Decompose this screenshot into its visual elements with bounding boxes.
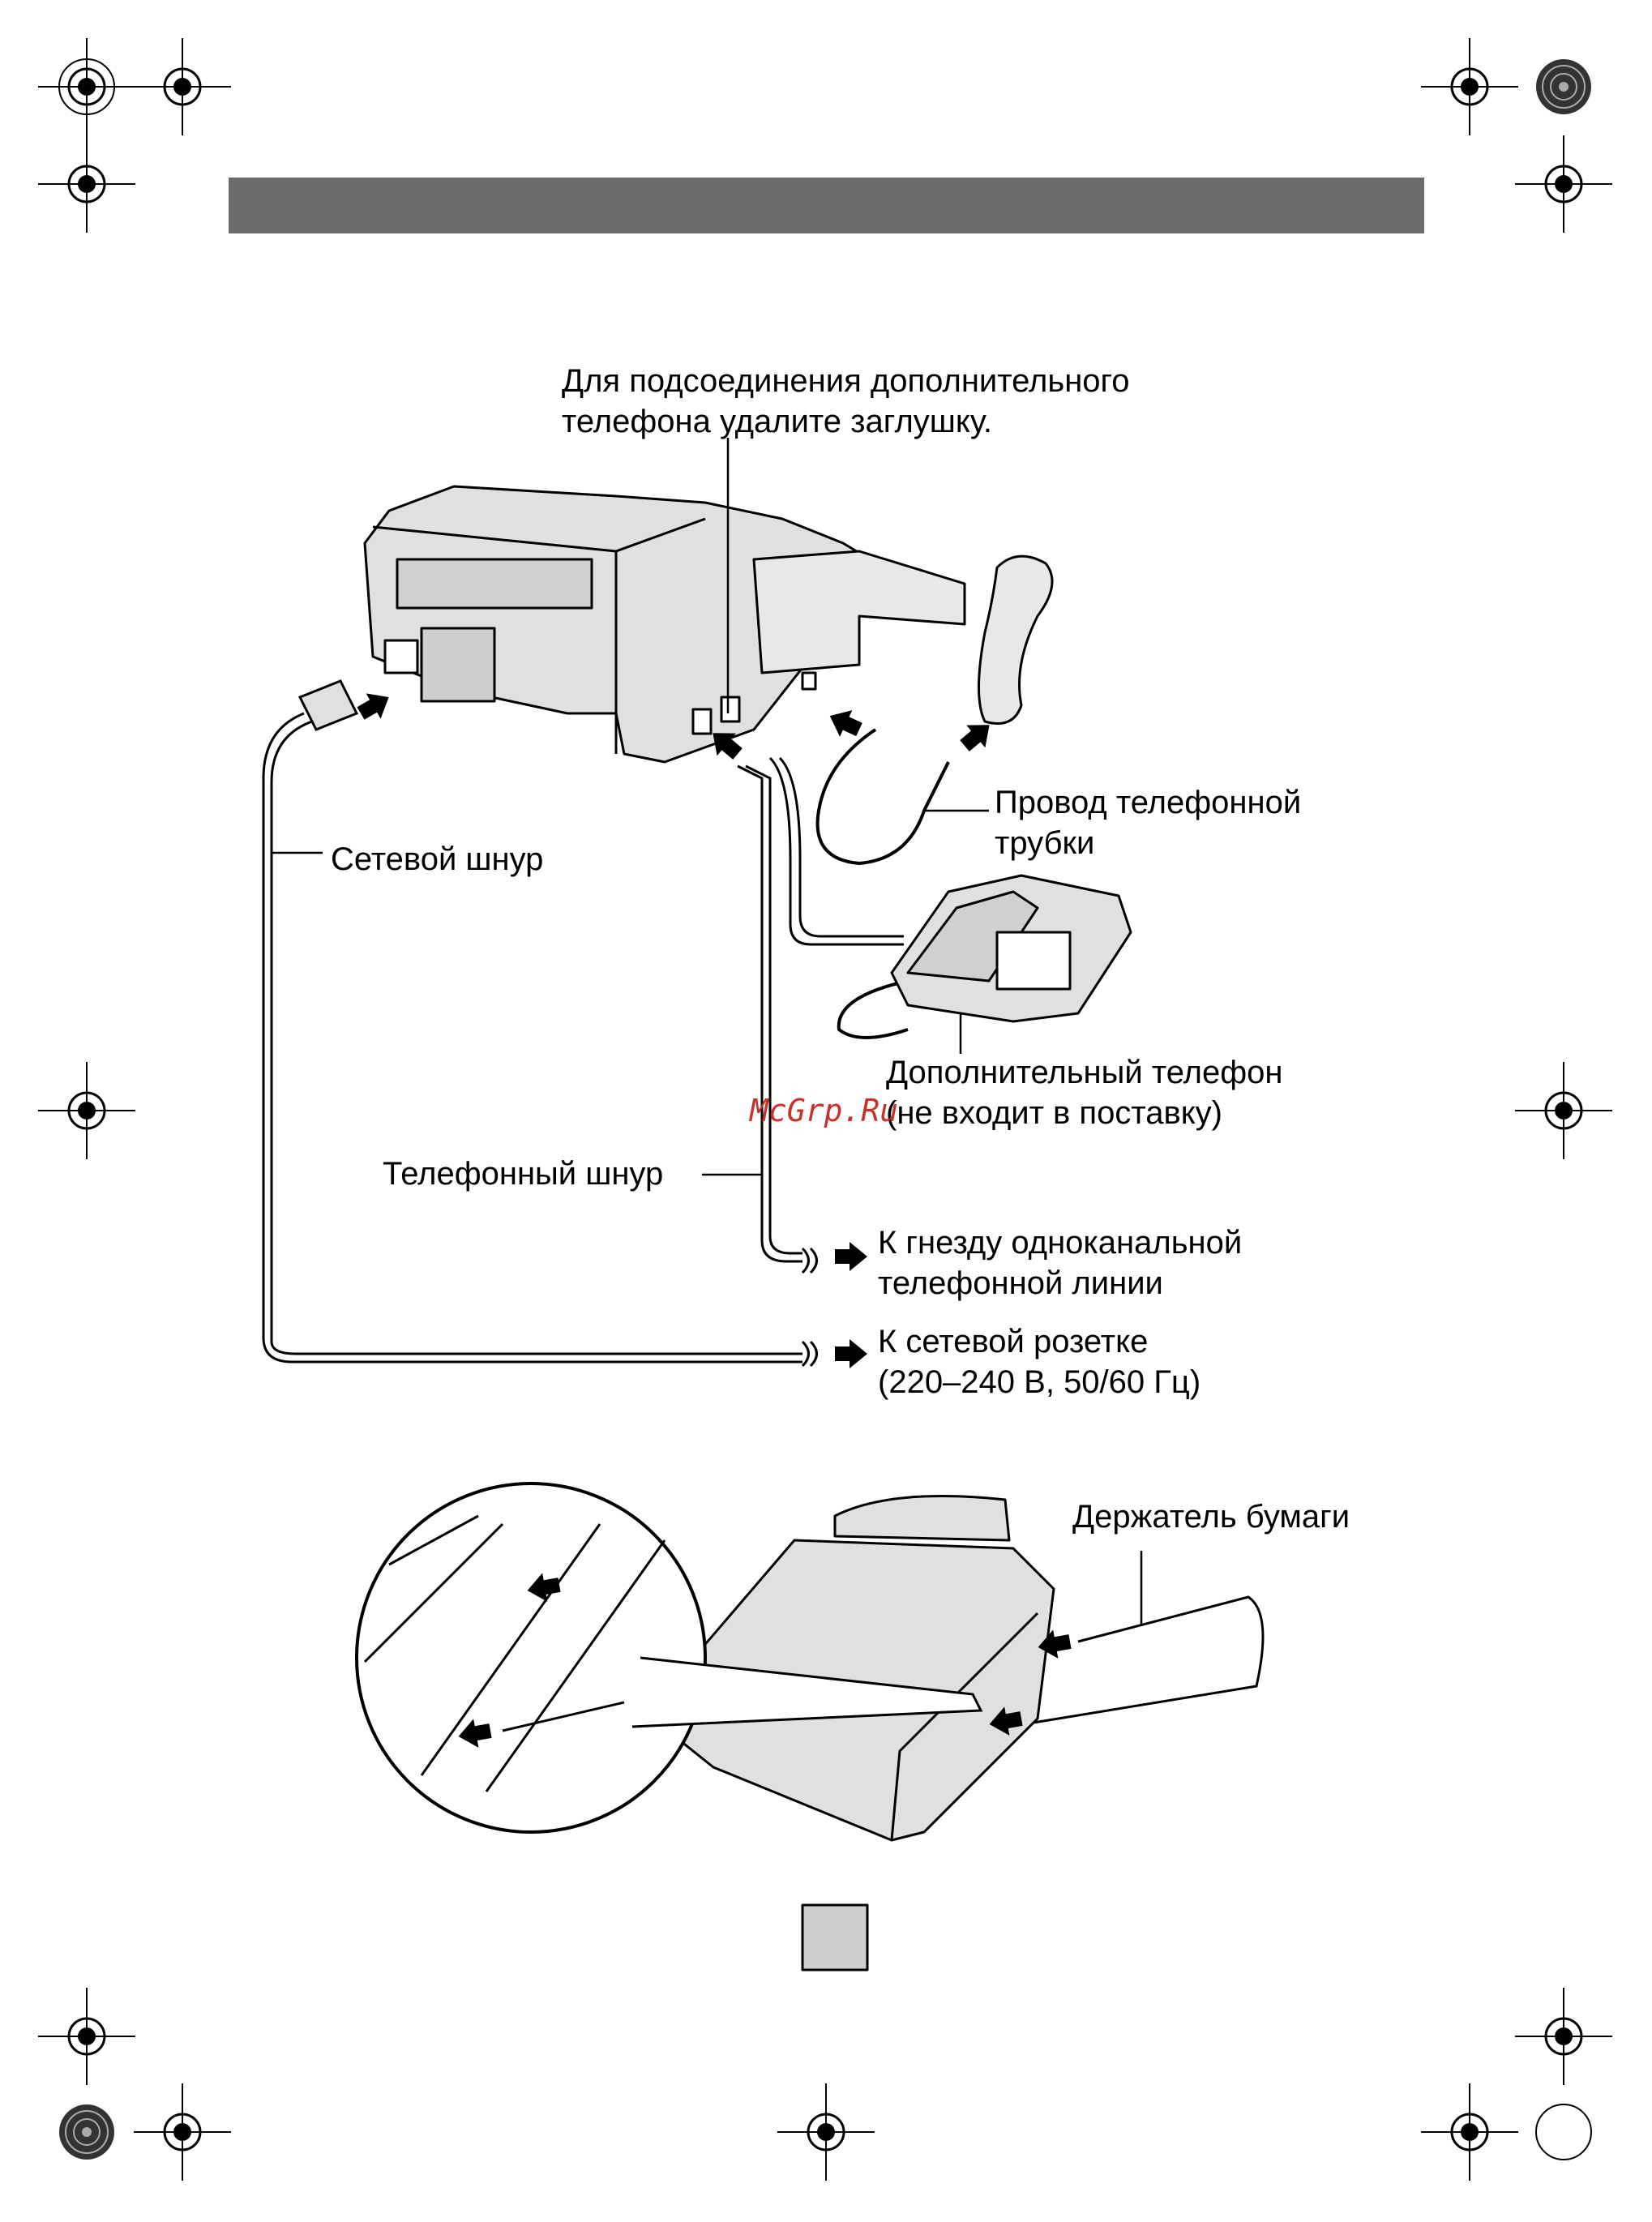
label-to-outlet: К сетевой розетке (220–240 В, 50/60 Гц) <box>878 1321 1200 1402</box>
label-extension-plug: Для подсоединения дополнительного телефо… <box>562 361 1130 442</box>
cords <box>263 713 948 1366</box>
label-handset-cord: Провод телефонной трубки <box>995 782 1301 863</box>
fax-machine-front <box>673 1496 1054 1971</box>
extension-telephone <box>892 876 1131 1021</box>
label-power-cord: Сетевой шнур <box>331 839 543 880</box>
label-paper-holder: Держатель бумаги <box>1072 1496 1350 1537</box>
watermark: McGrp.Ru <box>750 1093 898 1128</box>
handset <box>979 556 1053 723</box>
handset-cradle <box>754 551 965 673</box>
label-extension-phone: Дополнительный телефон (не входит в пост… <box>886 1052 1282 1133</box>
label-to-line-jack: К гнезду одноканальной телефонной линии <box>878 1222 1242 1304</box>
label-telephone-cord: Телефонный шнур <box>383 1154 663 1194</box>
